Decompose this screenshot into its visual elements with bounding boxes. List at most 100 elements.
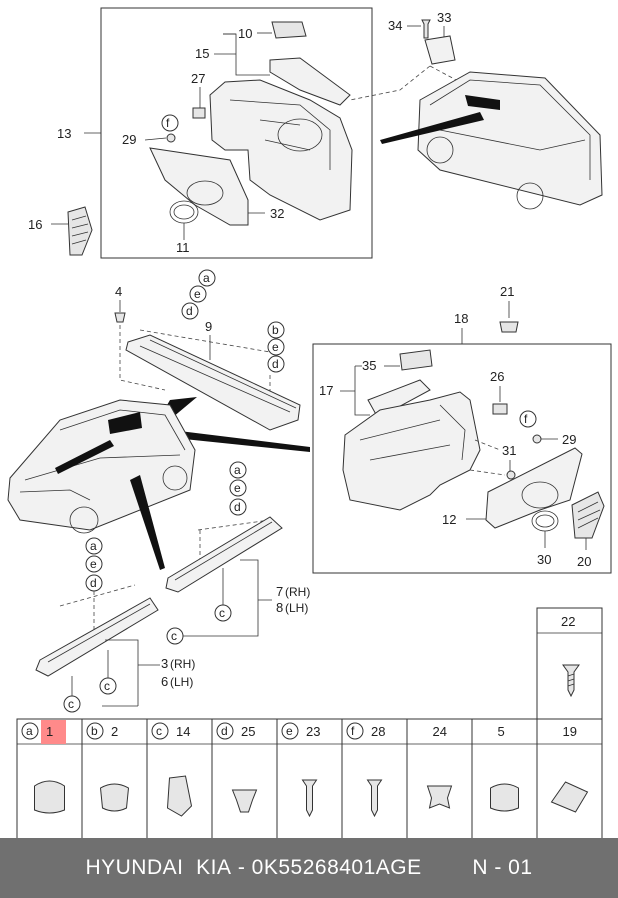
table-letter-circle (216, 722, 234, 740)
fastener-icon (301, 779, 318, 818)
svg-text:f: f (524, 412, 528, 426)
callout-29-top: 29 (122, 132, 136, 147)
table-letter-circle (21, 722, 39, 740)
footer-brand: HYUNDAI KIA (85, 856, 232, 879)
svg-text:e: e (90, 557, 97, 571)
callout-26: 26 (490, 369, 504, 384)
fastener-icon (231, 789, 258, 813)
part-12-lower-panel (485, 447, 583, 529)
part-20-grille (571, 491, 605, 539)
svg-text:d: d (234, 500, 241, 514)
callout-13: 13 (57, 126, 71, 141)
label-6-lh: (LH) (170, 675, 193, 689)
fastener-icon (99, 783, 130, 812)
footer-separator: - (231, 856, 252, 879)
table-letter: f (351, 724, 355, 738)
callout-7: 7 (276, 584, 283, 599)
table-part-number: 23 (306, 724, 320, 739)
table-letter: c (156, 724, 162, 738)
table-letter-circle (346, 722, 364, 740)
fastener-icon (550, 781, 589, 813)
part-32-lower-panel (149, 147, 249, 226)
part-21-cap (499, 321, 519, 333)
svg-text:b: b (272, 323, 279, 337)
part-27-bracket (192, 107, 206, 119)
table-part-number: 14 (176, 724, 190, 739)
footer-page: N - 01 (472, 856, 533, 879)
fastener-icon (34, 780, 65, 814)
table-highlight (41, 720, 66, 744)
table-letter: e (286, 724, 293, 738)
table-column (536, 718, 603, 838)
footer-part-number: 0K55268401AGE (251, 856, 422, 879)
svg-text:e: e (234, 481, 241, 495)
table-letter-circle (281, 722, 299, 740)
part-17-garnish (367, 379, 431, 419)
table-part-number: 19 (563, 724, 577, 739)
part-13-rear-trim (209, 79, 353, 221)
part-34-screw (421, 19, 431, 39)
part-4-clip (114, 312, 126, 323)
table-letter: a (26, 724, 33, 738)
svg-text:c: c (104, 679, 110, 693)
callout-33: 33 (437, 10, 451, 25)
arrow-to-sill (130, 475, 165, 570)
callout-15: 15 (195, 46, 209, 61)
svg-text:a: a (90, 539, 97, 553)
callout-16: 16 (28, 217, 42, 232)
callout-20: 20 (577, 554, 591, 569)
part-16-grille (67, 206, 93, 256)
callout-12: 12 (442, 512, 456, 527)
callout-30: 30 (537, 552, 551, 567)
table-part-number: 5 (498, 724, 505, 739)
group-box-right (312, 343, 612, 574)
svg-text:d: d (90, 576, 97, 590)
svg-text:c: c (68, 697, 74, 711)
label-3-rh: (RH) (170, 657, 195, 671)
part-10-cap (271, 21, 307, 39)
callout-11: 11 (176, 240, 190, 255)
fastener-icon (490, 783, 519, 812)
table-part-number: 24 (433, 724, 447, 739)
label-8-lh: (LH) (285, 601, 308, 615)
callout-10: 10 (238, 26, 252, 41)
vehicle-illustration-top (380, 71, 603, 210)
table-part-number: 25 (241, 724, 255, 739)
svg-text:d: d (272, 357, 279, 371)
fastener-icon (426, 785, 453, 809)
label-7-rh: (RH) (285, 585, 310, 599)
footer-bar: HYUNDAI KIA - 0K55268401AGE N - 01 (0, 838, 618, 898)
callout-6: 6 (161, 674, 168, 689)
callout-18: 18 (454, 311, 468, 326)
svg-text:a: a (234, 463, 241, 477)
table-letter: d (221, 724, 228, 738)
table-part-number: 2 (111, 724, 118, 739)
svg-text:e: e (194, 287, 201, 301)
part-33-bracket (424, 35, 456, 65)
table-letter-circle (151, 722, 169, 740)
callout-4: 4 (115, 284, 122, 299)
callout-31: 31 (502, 443, 516, 458)
callout-34: 34 (388, 18, 402, 33)
part-3-6-sill-plate (35, 597, 159, 677)
table-letter: b (91, 724, 98, 738)
part-29-clip (166, 133, 176, 143)
svg-text:c: c (219, 606, 225, 620)
table-letter-circle (86, 722, 104, 740)
svg-text:f: f (166, 116, 170, 130)
callout-8: 8 (276, 600, 283, 615)
callout-9: 9 (205, 319, 212, 334)
vehicle-illustration-middle (7, 399, 196, 534)
callout-32: 32 (270, 206, 284, 221)
callout-17: 17 (319, 383, 333, 398)
part-22-screw-icon (562, 664, 580, 698)
part-18-rear-trim (342, 391, 481, 511)
svg-text:a: a (203, 271, 210, 285)
fastener-icon (166, 775, 193, 817)
part-35-cap (399, 349, 433, 371)
table-part-number: 28 (371, 724, 385, 739)
callout-29-right: 29 (562, 432, 576, 447)
part-29-clip-right (532, 434, 542, 444)
svg-text:e: e (272, 340, 279, 354)
